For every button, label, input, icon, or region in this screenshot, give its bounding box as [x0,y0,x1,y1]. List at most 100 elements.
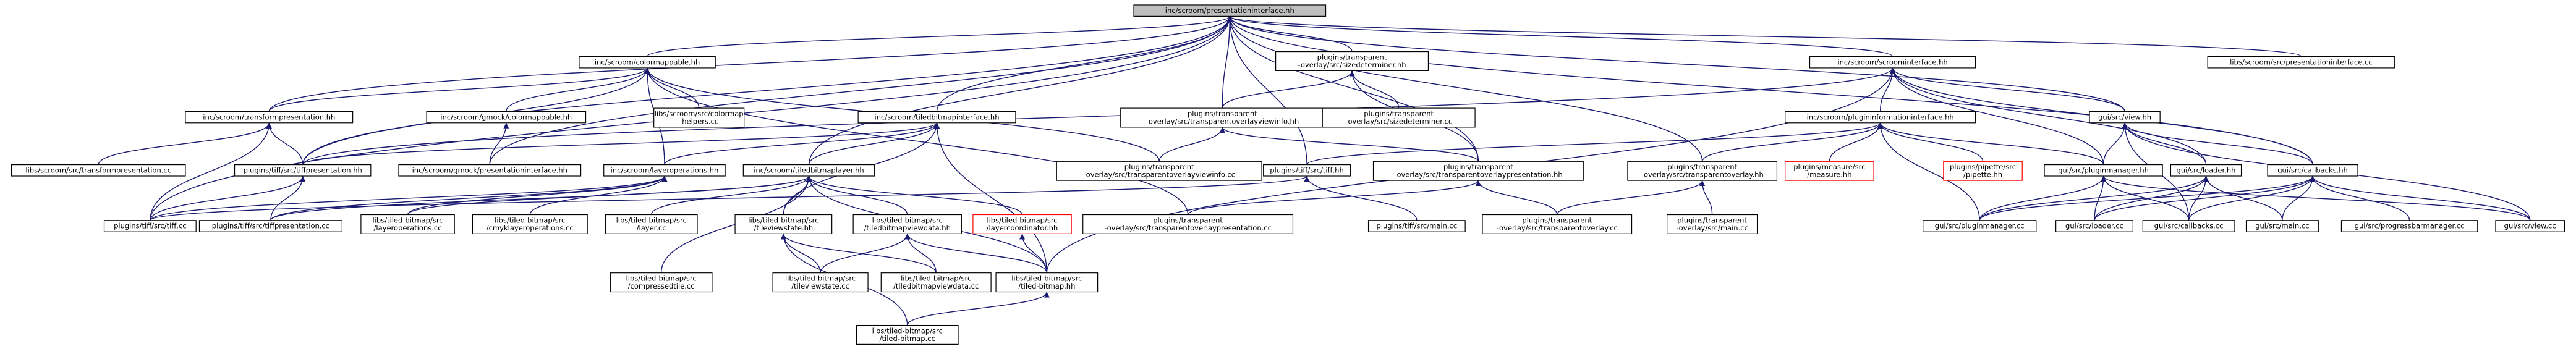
node-label: libs/tiled-bitmap/src [626,274,697,283]
node-label: -overlay/src/transparentoverlaypresentat… [1394,171,1563,179]
node-label: inc/scroom/plugininformationinterface.hh [1807,112,1954,121]
node-label: plugins/transparent [1677,216,1747,224]
node-tiff-hh[interactable]: plugins/tiff/src/tiff.hh [1263,164,1351,177]
node-tb-layercoordinator-hh[interactable]: libs/tiled-bitmap/src/layercoordinator.h… [972,214,1072,234]
node-label: plugins/pipette/src [1950,162,2016,171]
node-pluginmanager-hh[interactable]: gui/src/pluginmanager.hh [2044,164,2163,177]
node-tb-layeroperations-cc[interactable]: libs/tiled-bitmap/src/layeroperations.cc [360,214,455,234]
node-tiledbitmapinterface-hh[interactable]: inc/scroom/tiledbitmapinterface.hh [857,111,1016,124]
edge-tiff_cc-to-tiff_hh [150,175,1310,221]
node-label: gui/src/progressbarmanager.cc [2355,222,2465,230]
node-loader-hh[interactable]: gui/src/loader.hh [2170,164,2242,177]
node-label: inc/scroom/transformpresentation.hh [203,112,335,121]
node-plugininformationinterface-hh[interactable]: inc/scroom/plugininformationinterface.hh [1785,111,1976,124]
node-tb-cmyklayeroperations-cc[interactable]: libs/tiled-bitmap/src/cmyklayeroperation… [472,214,588,234]
node-box [198,220,342,232]
node-loader-cc[interactable]: gui/src/loader.cc [2055,220,2133,232]
node-sizedeterminer-hh[interactable]: plugins/transparent-overlay/src/sizedete… [1275,51,1429,71]
edge-tiffpresentation_cc-to-tiffpresentation_hh [270,176,306,221]
node-box [880,272,992,293]
node-box [2495,220,2565,232]
node-view-hh[interactable]: gui/src/view.hh [2089,111,2161,124]
edge-transparentoverlay_hh-to-root [1226,16,1703,162]
node-transformpresentation-cc[interactable]: libs/scroom/src/transformpresentation.cc [11,164,186,177]
node-tb-tileviewstate-cc[interactable]: libs/tiled-bitmap/src/tileviewstate.cc [772,272,869,293]
node-label: libs/tiled-bitmap/src [372,216,443,224]
node-view-cc[interactable]: gui/src/view.cc [2495,220,2565,232]
node-tb-compressedtile-cc[interactable]: libs/tiled-bitmap/src/compressedtile.cc [610,272,713,293]
node-label: -overlay/src/transparentoverlay.hh [1641,171,1764,179]
node-scroominterface-hh[interactable]: inc/scroom/scroominterface.hh [1809,56,1976,69]
node-tb-tiled-bitmap-cc[interactable]: libs/tiled-bitmap/src/tiled-bitmap.cc [856,324,959,345]
node-tiff-main-cc[interactable]: plugins/tiff/src/main.cc [1367,220,1466,232]
edge-transparentoverlay_hh-to-plugininformationinterface_hh [1701,122,1884,162]
node-tb-tiled-bitmap-hh[interactable]: libs/tiled-bitmap/src/tiled-bitmap.hh [995,272,1099,293]
node-tiffpresentation-hh[interactable]: plugins/tiff/src/tiffpresentation.hh [234,164,372,177]
node-transparentoverlayviewinfo-cc[interactable]: plugins/transparent-overlay/src/transpar… [1056,161,1262,181]
edge-callbacks_hh-to-root [1226,16,2313,165]
edge-tb_tiled_bitmap_hh-to-tb_tiledbitmapviewdata_hh [904,234,1048,273]
node-box [1133,4,1327,17]
edge-view_cc-to-callbacks_hh [2310,175,2531,221]
node-label: plugins/tiff/src/main.cc [1377,222,1458,230]
edge-tiffpresentation_hh-to-root [302,16,1233,165]
node-label: gui/src/loader.hh [2177,166,2236,175]
node-layeroperations-hh[interactable]: inc/scroom/layeroperations.hh [603,164,726,177]
node-tb-tileviewstate-hh[interactable]: libs/tiled-bitmap/src/tileviewstate.hh [734,214,833,234]
node-transparentoverlay-cc[interactable]: plugins/transparent-overlay/src/transpar… [1482,214,1633,234]
node-label: plugins/tiff/src/tiffpresentation.cc [212,222,329,230]
node-colormappable-hh[interactable]: inc/scroom/colormappable.hh [579,56,716,69]
node-box [1372,161,1584,181]
node-label: -overlay/src/transparentoverlayviewinfo.… [1083,171,1235,179]
node-callbacks-cc[interactable]: gui/src/callbacks.cc [2142,220,2235,232]
node-label: gui/src/callbacks.hh [2277,166,2348,175]
node-transparentoverlay-hh[interactable]: plugins/transparent-overlay/src/transpar… [1627,161,1778,181]
node-transparentoverlaypresentation-cc[interactable]: plugins/transparent-overlay/src/transpar… [1082,214,1294,234]
node-transparentoverlaypresentation-hh[interactable]: plugins/transparent-overlay/src/transpar… [1372,161,1584,181]
node-root[interactable]: inc/scroom/presentationinterface.hh [1133,4,1327,17]
node-label: gui/src/view.hh [2098,112,2151,121]
node-transparentoverlayviewinfo-hh[interactable]: plugins/transparent-overlay/src/transpar… [1120,107,1325,128]
node-tb-tiledbitmapviewdata-hh[interactable]: libs/tiled-bitmap/src/tiledbitmapviewdat… [852,214,962,234]
edge-callbacks_cc-to-loader_hh [2188,176,2209,221]
node-label: plugins/transparent [1364,109,1434,118]
node-callbacks-hh[interactable]: gui/src/callbacks.hh [2267,164,2358,177]
node-box [2207,56,2395,69]
edge-transparentoverlaypresentation_cc-to-transparentoverlaypresentation_hh [1187,180,1481,215]
node-gmock-colormappable-hh[interactable]: inc/scroom/gmock/colormappable.hh [426,111,587,124]
node-transformpresentation-hh[interactable]: inc/scroom/transformpresentation.hh [185,111,354,124]
node-box [603,164,726,177]
node-box [2245,220,2319,232]
node-box [857,111,1016,124]
edge-tiffpresentation_hh-to-transformpresentation_hh [266,122,304,165]
node-box [2142,220,2235,232]
node-label: /compressedtile.cc [628,282,695,290]
node-box [185,111,354,124]
node-presentationinterface-cc[interactable]: libs/scroom/src/presentationinterface.cc [2207,56,2395,69]
node-tb-tiledbitmapviewdata-cc[interactable]: libs/tiled-bitmap/src/tiledbitmapviewdat… [880,272,992,293]
node-colormap-helpers-cc[interactable]: libs/scroom/src/colormap-helpers.cc [653,107,745,128]
node-label: inc/scroom/gmock/colormappable.hh [440,112,572,121]
node-gmock-presentationinterface-hh[interactable]: inc/scroom/gmock/presentationinterface.h… [398,164,582,177]
node-tiff-cc[interactable]: plugins/tiff/src/tiff.cc [103,220,197,232]
edge-layeroperations_hh-to-tiledbitmapinterface_hh [664,122,940,165]
node-pipette-hh[interactable]: plugins/pipette/src/pipette.hh [1943,161,2023,181]
node-sizedeterminer-cc[interactable]: plugins/transparent-overlay/src/sizedete… [1322,107,1476,128]
edge-transparentoverlaypresentation_hh-to-root [1226,16,1479,162]
edge-progressbarmanager_cc-to-callbacks_hh [2310,175,2410,221]
node-pluginmanager-cc[interactable]: gui/src/pluginmanager.cc [1923,220,2037,232]
node-transparent-main-cc[interactable]: plugins/transparent-overlay/src/main.cc [1667,214,1758,234]
edge-gmock_presentationinterface_hh-to-root [489,16,1233,165]
node-gui-main-cc[interactable]: gui/src/main.cc [2245,220,2319,232]
node-tiledbitmaplayer-hh[interactable]: inc/scroom/tiledbitmaplayer.hh [742,164,875,177]
node-box [1322,107,1476,128]
node-tb-layer-cc[interactable]: libs/tiled-bitmap/src/layer.cc [605,214,698,234]
node-progressbarmanager-cc[interactable]: gui/src/progressbarmanager.cc [2340,220,2478,232]
node-label: plugins/transparent [1153,216,1223,224]
node-measure-hh[interactable]: plugins/measure/src/measure.hh [1785,161,1874,181]
node-tiffpresentation-cc[interactable]: plugins/tiff/src/tiffpresentation.cc [198,220,342,232]
node-label: libs/tiled-bitmap/src [1011,274,1082,283]
edge-transparentoverlaypresentation_hh-to-transparentoverlayviewinfo_hh [1219,127,1479,162]
edge-transparentoverlaypresentation_cc-to-colormappable_hh [644,67,1189,215]
